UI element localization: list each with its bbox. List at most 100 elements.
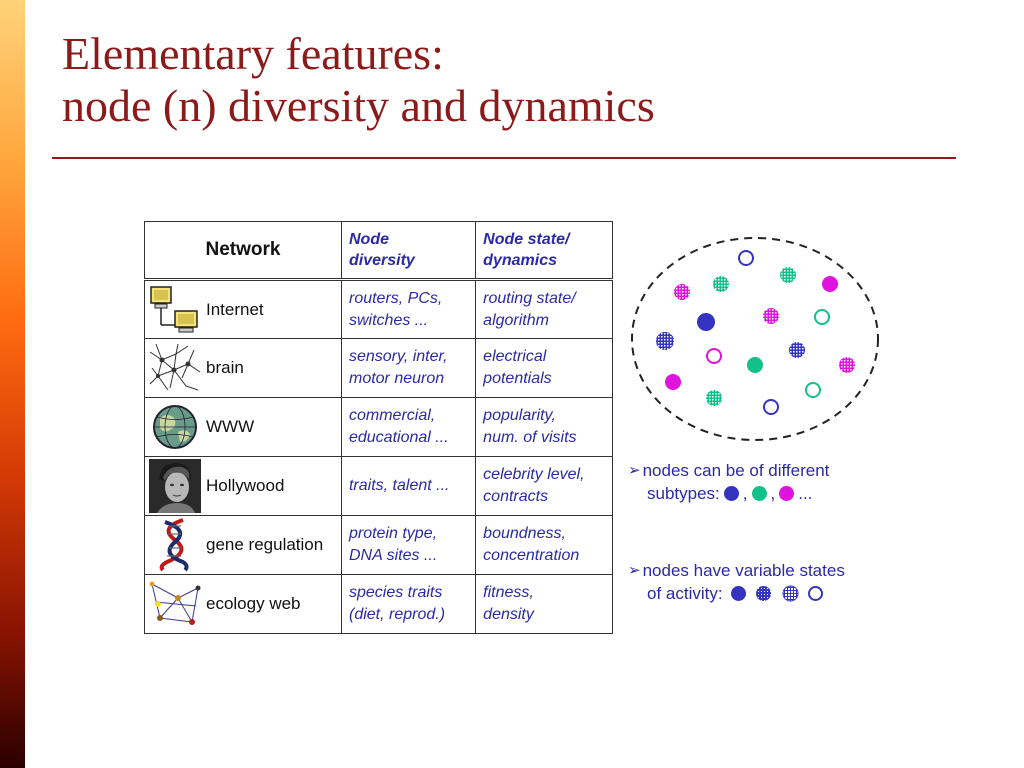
diversity-cell: commercial, educational ... bbox=[340, 397, 477, 457]
network-cell: WWW bbox=[144, 397, 342, 457]
table-row: gene regulation protein type, DNA sites … bbox=[144, 515, 613, 575]
neurons-icon bbox=[147, 341, 203, 395]
table-header-row: Network Node diversity Node state/ dynam… bbox=[144, 221, 613, 280]
node-circle bbox=[763, 399, 779, 415]
diversity-line1: species traits bbox=[348, 584, 443, 601]
node-circle bbox=[713, 276, 729, 292]
food-web-icon bbox=[147, 577, 203, 631]
node-circle bbox=[805, 382, 821, 398]
arrow-bullet-icon: ➢ bbox=[628, 462, 641, 479]
network-cell: gene regulation bbox=[144, 515, 342, 575]
diversity-cell: sensory, inter, motor neuron bbox=[340, 338, 477, 398]
dynamics-line1: routing state/ bbox=[483, 289, 576, 307]
node-circle bbox=[747, 357, 763, 373]
node-circle bbox=[697, 313, 715, 331]
diversity-line2: educational ... bbox=[348, 429, 449, 446]
diversity-line1: routers, PCs, bbox=[348, 289, 443, 307]
network-name: ecology web bbox=[206, 594, 301, 613]
diversity-cell: protein type, DNA sites ... bbox=[340, 515, 477, 575]
table-row: Internet routers, PCs, switches ... rout… bbox=[144, 279, 613, 339]
table-row: Hollywood traits, talent ... celebrity l… bbox=[144, 456, 613, 516]
title-divider bbox=[52, 157, 956, 159]
comma-separator: , bbox=[770, 484, 776, 503]
diversity-line1: sensory, inter, bbox=[348, 348, 448, 365]
dynamics-cell: boundness, concentration bbox=[475, 515, 613, 575]
slide-title-line1: Elementary features: bbox=[62, 28, 444, 79]
blue-node-dot-icon bbox=[723, 486, 739, 501]
dynamics-line2: num. of visits bbox=[483, 429, 577, 446]
subtypes-line1: nodes can be of different bbox=[642, 461, 830, 480]
diversity-cell: species traits (diet, reprod.) bbox=[340, 574, 477, 634]
header-node-diversity-line2: diversity bbox=[348, 252, 415, 269]
dynamics-line1: popularity, bbox=[483, 407, 556, 424]
network-table: Network Node diversity Node state/ dynam… bbox=[144, 221, 613, 634]
dynamics-line1: celebrity level, bbox=[483, 466, 585, 483]
header-node-diversity-line1: Node bbox=[348, 231, 389, 248]
network-name: WWW bbox=[206, 417, 255, 436]
table-row: WWW commercial, educational ... populari… bbox=[144, 397, 613, 457]
network-cell: Hollywood bbox=[144, 456, 342, 516]
magenta-node-dot-icon bbox=[779, 486, 795, 501]
subtypes-line2: subtypes: bbox=[647, 484, 720, 503]
node-circle bbox=[789, 342, 805, 358]
node-ellipse-diagram bbox=[628, 234, 882, 444]
solid-state-dot-icon bbox=[730, 586, 746, 601]
header-node-dynamics-line1: Node state/ bbox=[483, 231, 570, 248]
node-circle bbox=[674, 284, 690, 300]
header-node-dynamics: Node state/ dynamics bbox=[475, 221, 613, 280]
dynamics-line1: fitness, bbox=[483, 584, 534, 601]
dna-helix-icon bbox=[147, 518, 203, 572]
node-circle bbox=[839, 357, 855, 373]
dynamics-cell: electrical potentials bbox=[475, 338, 613, 398]
node-circle bbox=[665, 374, 681, 390]
node-circle bbox=[763, 308, 779, 324]
dynamics-line2: contracts bbox=[483, 488, 549, 505]
arrow-bullet-icon: ➢ bbox=[628, 562, 641, 579]
diversity-line2: DNA sites ... bbox=[348, 547, 438, 564]
computers-icon bbox=[147, 283, 203, 337]
dynamics-line2: concentration bbox=[483, 547, 580, 564]
node-circle bbox=[706, 390, 722, 406]
dynamics-line2: density bbox=[483, 606, 534, 623]
green-node-dot-icon bbox=[751, 486, 767, 501]
slide-title: Elementary features: node (n) diversity … bbox=[62, 28, 962, 132]
table-row: ecology web species traits (diet, reprod… bbox=[144, 574, 613, 634]
diversity-cell: traits, talent ... bbox=[340, 456, 477, 516]
diversity-line2: motor neuron bbox=[348, 370, 445, 387]
states-line1: nodes have variable states bbox=[642, 561, 845, 580]
diversity-line2: (diet, reprod.) bbox=[348, 606, 446, 623]
node-circle bbox=[822, 276, 838, 292]
actor-portrait-icon bbox=[147, 459, 203, 513]
network-name: Internet bbox=[206, 299, 264, 319]
node-circle bbox=[706, 348, 722, 364]
dynamics-line1: electrical bbox=[483, 348, 547, 365]
network-cell: Internet bbox=[144, 279, 342, 339]
network-name: Hollywood bbox=[206, 476, 285, 495]
slide-title-line2: node (n) diversity and dynamics bbox=[62, 80, 655, 131]
node-circle bbox=[780, 267, 796, 283]
dynamics-line1: boundness, bbox=[483, 525, 566, 542]
dense-hatched-state-dot-icon bbox=[755, 586, 771, 601]
left-accent-bar bbox=[0, 0, 25, 768]
network-name: gene regulation bbox=[206, 535, 324, 554]
node-circle bbox=[814, 309, 830, 325]
subtypes-note: ➢ nodes can be of different subtypes: , … bbox=[628, 459, 829, 505]
diversity-line2: switches ... bbox=[348, 311, 429, 329]
table-row: brain sensory, inter, motor neuron elect… bbox=[144, 338, 613, 398]
dynamics-cell: popularity, num. of visits bbox=[475, 397, 613, 457]
header-node-dynamics-line2: dynamics bbox=[483, 252, 557, 269]
dynamics-cell: routing state/ algorithm bbox=[475, 279, 613, 339]
network-cell: brain bbox=[144, 338, 342, 398]
dynamics-line2: algorithm bbox=[483, 311, 549, 329]
network-cell: ecology web bbox=[144, 574, 342, 634]
empty-state-dot-icon bbox=[807, 586, 823, 601]
header-node-diversity: Node diversity bbox=[340, 221, 477, 280]
globe-icon bbox=[147, 400, 203, 454]
dashed-ellipse bbox=[631, 237, 879, 441]
node-circle bbox=[656, 332, 674, 350]
light-hatched-state-dot-icon bbox=[782, 585, 799, 602]
diversity-cell: routers, PCs, switches ... bbox=[340, 279, 477, 339]
states-note: ➢ nodes have variable states of activity… bbox=[628, 559, 845, 605]
node-ellipse-svg bbox=[631, 237, 879, 441]
dynamics-cell: fitness, density bbox=[475, 574, 613, 634]
